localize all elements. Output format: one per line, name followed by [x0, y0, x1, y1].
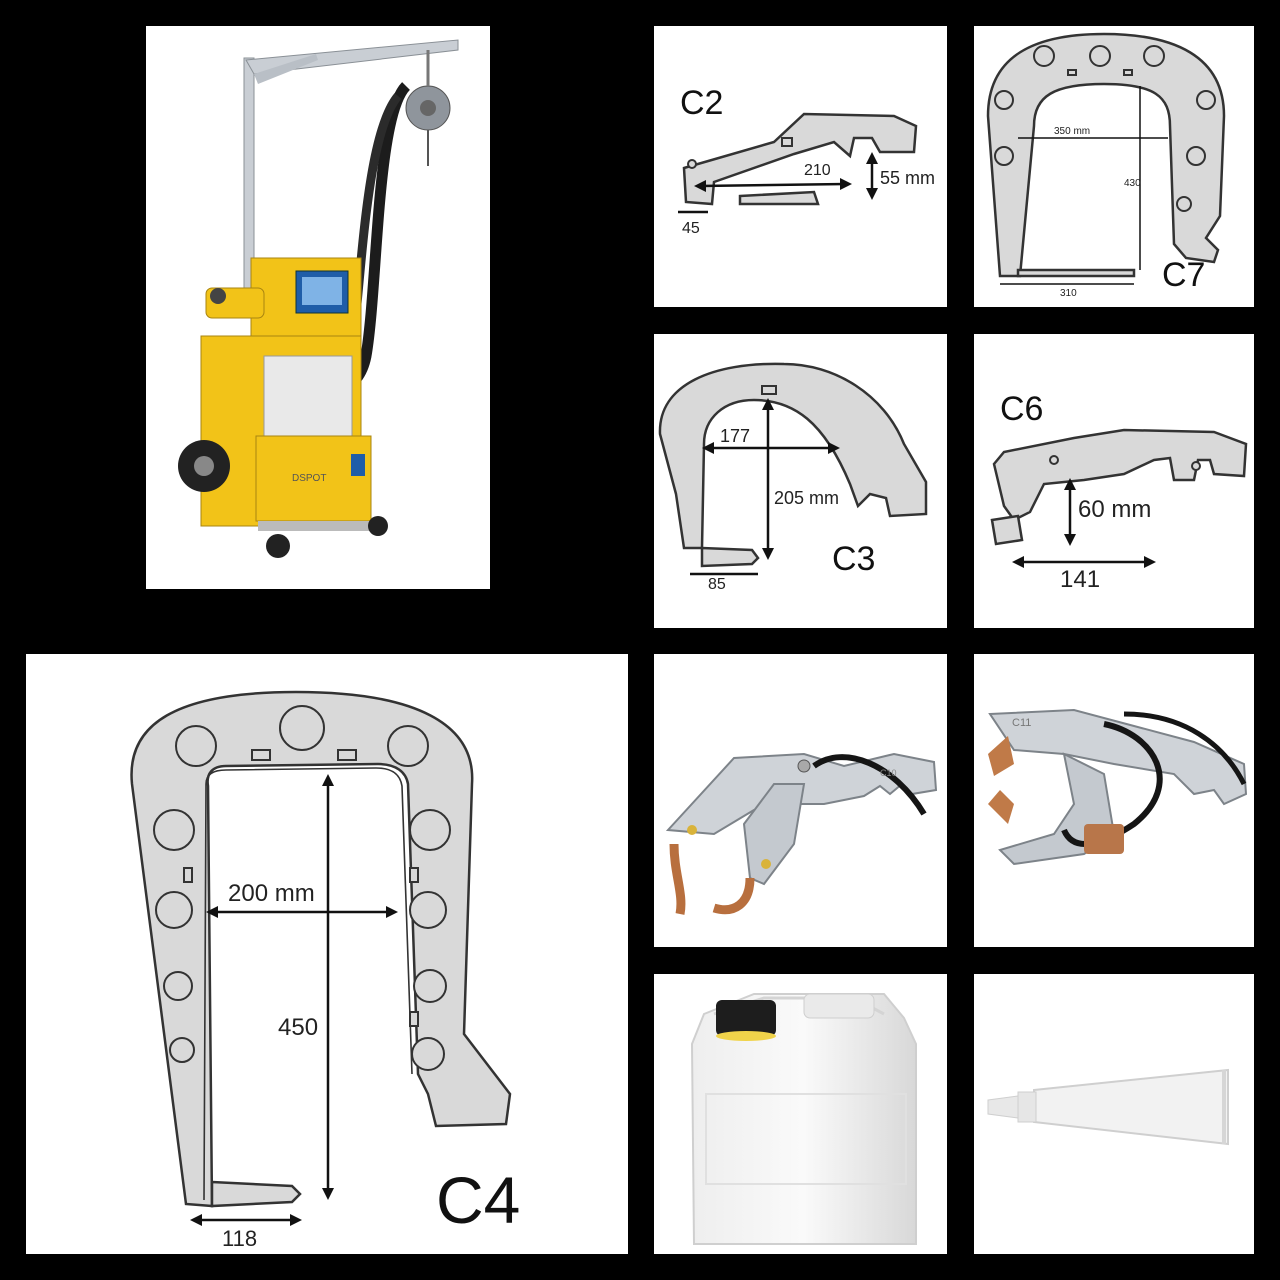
- machine-photo-panel: DSPOT: [146, 26, 490, 589]
- clamp-c3-depth-dimension: 205 mm: [774, 488, 840, 508]
- clamp-c7-width-dimension: 350 mm: [1054, 126, 1091, 137]
- clamp-c7-tip-dimension: 310: [1060, 288, 1077, 299]
- pneumatic-tong-1-image: C10: [665, 752, 938, 915]
- coolant-jerrycan-panel: [654, 974, 947, 1254]
- clamp-c3-drawing: [658, 362, 928, 576]
- pneumatic-tong-2-image: C11: [988, 708, 1248, 866]
- machine-brand-label: DSPOT: [292, 473, 326, 484]
- clamp-c2-panel: C2 210 55 mm 45: [654, 26, 947, 307]
- clamp-c7-drawing: [986, 32, 1226, 285]
- clamp-c2-height-dimension: 55 mm: [880, 168, 936, 188]
- pneumatic-tong-1-panel: C10: [654, 654, 947, 947]
- clamp-c4-depth-dimension: 450: [278, 1014, 319, 1041]
- clamp-c7-panel: 350 mm 430 310 C7: [974, 26, 1254, 307]
- clamp-c4-width-dimension: 200 mm: [228, 880, 315, 907]
- clamp-c3-title: C3: [832, 540, 876, 578]
- clamp-c4-drawing: [130, 690, 512, 1226]
- clamp-c6-height-dimension: 60 mm: [1078, 496, 1152, 523]
- clamp-c7-title: C7: [1162, 256, 1206, 294]
- clamp-c4-panel: 200 mm 450 118 C4: [26, 654, 628, 1254]
- clamp-c3-panel: 177 205 mm 85 C3: [654, 334, 947, 628]
- tong-1-engraving: C10: [880, 768, 897, 778]
- clamp-c3-width-dimension: 177: [720, 426, 751, 446]
- coolant-jerrycan-image: [690, 993, 917, 1245]
- tong-2-engraving: C11: [1012, 717, 1031, 729]
- clamp-c2-depth-dimension: 210: [804, 162, 831, 179]
- clamp-c6-title: C6: [1000, 390, 1044, 428]
- clamp-c7-depth-dimension: 430: [1124, 178, 1141, 189]
- clamp-c4-title: C4: [436, 1163, 521, 1237]
- clamp-c6-drawing: [990, 428, 1248, 568]
- clamp-c2-drawing: [678, 112, 918, 214]
- clamp-c6-width-dimension: 141: [1060, 566, 1101, 593]
- spot-welder-machine-image: DSPOT: [178, 39, 459, 558]
- clamp-c6-panel: C6 60 mm 141: [974, 334, 1254, 628]
- electrode-grease-tube-panel: [974, 974, 1254, 1254]
- pneumatic-tong-2-panel: C11: [974, 654, 1254, 947]
- clamp-c2-tip-dimension: 45: [682, 220, 700, 237]
- electrode-grease-tube-image: [987, 1068, 1229, 1146]
- clamp-c2-title: C2: [680, 84, 724, 122]
- clamp-c4-tip-dimension: 118: [222, 1226, 258, 1251]
- clamp-c3-tip-dimension: 85: [708, 576, 726, 593]
